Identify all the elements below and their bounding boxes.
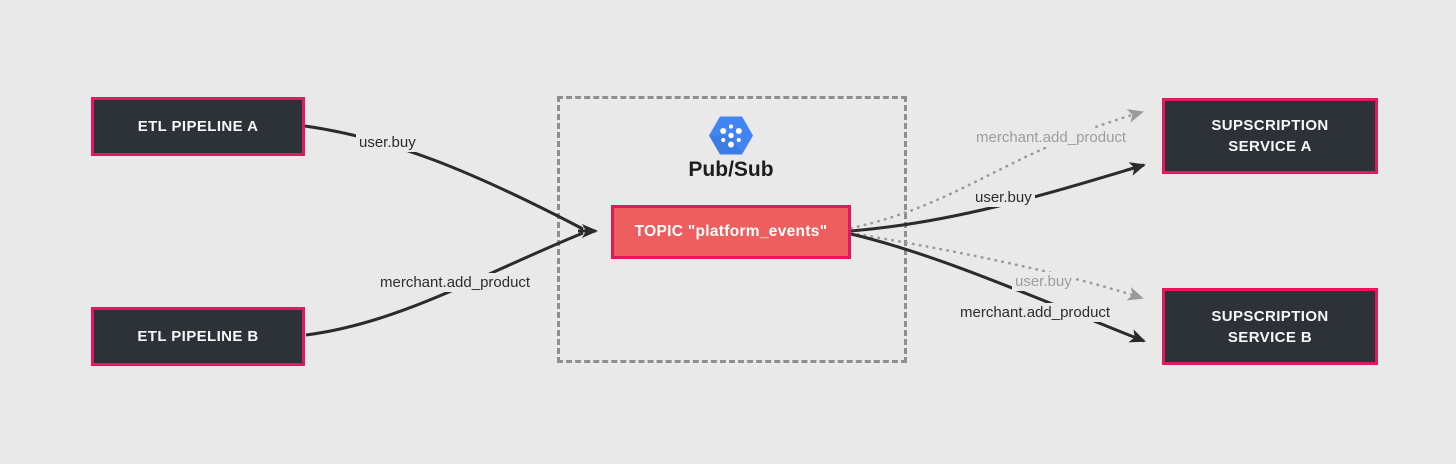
pubsub-boundary [557,96,907,363]
service-a-label-line1: SUPSCRIPTION [1211,117,1329,134]
pubsub-title: Pub/Sub [688,158,774,181]
node-etl-pipeline-b: ETL PIPELINE B [91,307,305,366]
edge-label-right-merchant-add-product-gray: merchant.add_product [973,128,1130,147]
edge-topic-to-service-a-merchant-dotted [849,109,1144,230]
edge-topic-to-service-b-userbuy-dotted [849,231,1144,301]
service-a-label-line2: SERVICE A [1228,138,1312,155]
topic-label: TOPIC "platform_events" [634,223,828,240]
node-topic-platform-events: TOPIC "platform_events" [611,205,851,259]
pubsub-hexagon-icon [709,116,753,155]
node-etl-pipeline-a: ETL PIPELINE A [91,97,305,156]
service-b-label-line1: SUPSCRIPTION [1211,307,1329,325]
node-subscription-service-a: SUPSCRIPTION SERVICE A [1162,98,1378,174]
edge-etl-a-to-topic [304,124,584,231]
edge-label-left-user-buy: user.buy [356,133,419,152]
edge-label-right-user-buy-gray: user.buy [1012,272,1075,291]
edge-label-right-merchant-add-product-black: merchant.add_product [957,303,1114,322]
edge-etl-b-to-topic [305,231,584,337]
service-b-label-line2: SERVICE B [1227,328,1313,346]
node-etl-pipeline-a-label: ETL PIPELINE A [137,118,259,135]
edge-label-right-user-buy-black: user.buy [972,188,1035,207]
node-subscription-service-b: SUPSCRIPTION SERVICE B [1162,288,1378,365]
node-etl-pipeline-b-label: ETL PIPELINE B [137,328,259,345]
edge-label-left-merchant-add-product: merchant.add_product [377,273,534,292]
edge-topic-to-service-b-merchant [850,232,1146,343]
